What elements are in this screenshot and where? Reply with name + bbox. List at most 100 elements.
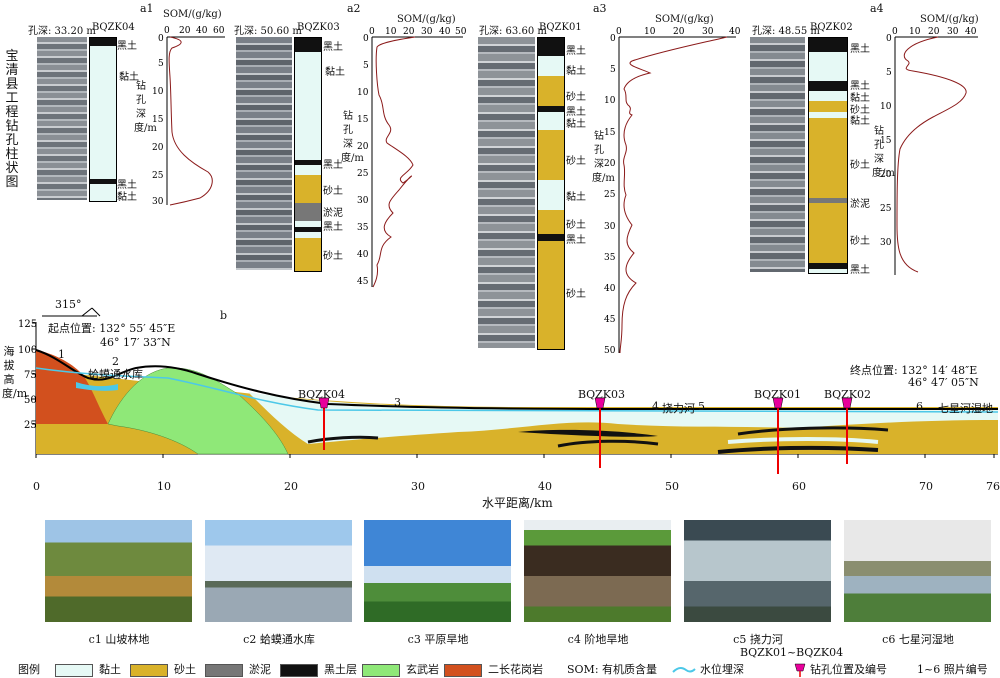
layer-a2-2: 黑土 (323, 160, 343, 171)
svg-text:40: 40 (604, 284, 616, 294)
legend-blacksoil: 黑土层 (280, 661, 357, 677)
svg-text:25: 25 (152, 171, 164, 181)
layer-a4-5: 砂土 (850, 160, 870, 171)
panel-label-a1: a1 (140, 2, 154, 15)
svg-text:15: 15 (152, 115, 164, 125)
svg-text:10: 10 (385, 27, 397, 37)
layer-a2-6: 砂土 (323, 251, 343, 262)
svg-text:10: 10 (604, 96, 616, 106)
svg-text:0: 0 (164, 26, 170, 36)
x-tick-50: 50 (665, 480, 679, 493)
layer-a4-4: 黏土 (850, 116, 870, 127)
som-axis-a1: SOM/(g/kg) (163, 9, 222, 20)
core-photo-a1 (37, 37, 87, 200)
svg-text:10: 10 (644, 27, 656, 37)
svg-text:20: 20 (152, 143, 164, 153)
svg-text:20: 20 (673, 27, 685, 37)
marker-2: 2 (112, 355, 119, 368)
som-axis-a4: SOM/(g/kg) (920, 14, 979, 25)
photo-c5 (684, 520, 831, 622)
svg-text:50: 50 (604, 346, 616, 356)
well-id-a4: BQZK02 (810, 22, 853, 33)
svg-text:5: 5 (886, 68, 892, 78)
svg-text:30: 30 (152, 197, 164, 207)
legend-well-ids: BQZK01~BQZK04 (740, 646, 844, 659)
svg-text:25: 25 (880, 204, 892, 214)
start-location: 起点位置: 132° 55′ 45″E (48, 322, 176, 335)
svg-text:0: 0 (158, 34, 164, 44)
svg-text:20: 20 (403, 27, 415, 37)
layer-a3-8: 黑土 (566, 235, 586, 246)
layer-a1-2: 黑土 (117, 180, 137, 191)
layer-a2-4: 淤泥 (323, 208, 343, 219)
svg-text:20: 20 (357, 142, 369, 152)
depth-label-a4: 孔深: 48.55 m (752, 26, 820, 37)
som-axis-a2: SOM/(g/kg) (397, 14, 456, 25)
depth-label-a3: 孔深: 63.60 m (479, 26, 547, 37)
layer-a4-8: 黑土 (850, 265, 870, 276)
caption-c1: c1 山坡林地 (88, 633, 150, 646)
photo-c6 (844, 520, 991, 622)
photo-c2 (205, 520, 352, 622)
layer-a3-6: 黏土 (566, 192, 586, 203)
layer-a4-7: 砂土 (850, 236, 870, 247)
svg-text:15: 15 (604, 128, 616, 138)
marker-5: 5 (698, 400, 705, 413)
well-id-a2: BQZK03 (297, 22, 340, 33)
layer-a2-0: 黑土 (323, 42, 343, 53)
svg-text:30: 30 (357, 196, 369, 206)
layer-a4-2: 黏土 (850, 93, 870, 104)
x-tick-10: 10 (157, 480, 171, 493)
svg-text:50: 50 (455, 27, 467, 37)
svg-text:10: 10 (357, 88, 369, 98)
end-latitude: 46° 47′ 05″N (908, 376, 979, 389)
strat-column-a2 (294, 37, 322, 272)
layer-a1-3: 黏土 (117, 192, 137, 203)
svg-text:5: 5 (158, 59, 164, 69)
svg-text:10: 10 (880, 102, 892, 112)
x-tick-0: 0 (33, 480, 40, 493)
svg-text:35: 35 (604, 253, 616, 263)
svg-text:20: 20 (880, 170, 892, 180)
layer-a3-5: 砂土 (566, 156, 586, 167)
layer-a3-7: 砂土 (566, 220, 586, 231)
layer-a1-1: 黏土 (119, 72, 139, 83)
svg-text:30: 30 (947, 27, 959, 37)
layer-a3-3: 黑土 (566, 107, 586, 118)
well-marker-icon (794, 663, 806, 677)
legend-water: 水位埋深 (672, 661, 744, 677)
river-label: 挠力河 (662, 402, 695, 415)
legend-well: 钻孔位置及编号 (794, 661, 887, 677)
svg-text:25: 25 (24, 420, 37, 431)
svg-text:125: 125 (18, 319, 37, 330)
well-label-bqzk01: BQZK01 (754, 388, 801, 401)
svg-text:5: 5 (363, 61, 369, 71)
caption-c2: c2 蛤蟆通水库 (243, 633, 315, 646)
x-tick-70: 70 (919, 480, 933, 493)
x-tick-40: 40 (538, 480, 552, 493)
well-label-bqzk02: BQZK02 (824, 388, 871, 401)
svg-text:45: 45 (357, 277, 369, 287)
svg-text:10: 10 (909, 27, 921, 37)
svg-text:25: 25 (604, 190, 616, 200)
marker-4: 4 (652, 400, 659, 413)
strat-column-a1 (89, 37, 117, 202)
start-latitude: 46° 17′ 33″N (100, 336, 171, 349)
svg-text:40: 40 (439, 27, 451, 37)
layer-a2-3: 砂土 (323, 186, 343, 197)
figure-title: 宝清县工程钻孔柱状图 (5, 49, 19, 190)
svg-text:0: 0 (363, 34, 369, 44)
som-axis-a3: SOM/(g/kg) (655, 14, 714, 25)
svg-text:45: 45 (604, 315, 616, 325)
svg-text:30: 30 (604, 222, 616, 232)
svg-text:0: 0 (369, 27, 375, 37)
svg-text:40: 40 (357, 250, 369, 260)
x-tick-60: 60 (792, 480, 806, 493)
svg-text:100: 100 (18, 345, 37, 356)
legend-clay: 黏土 (55, 661, 121, 677)
legend-som: SOM: 有机质含量 (567, 663, 658, 676)
wetland-label: 七星河湿地 (938, 402, 993, 415)
